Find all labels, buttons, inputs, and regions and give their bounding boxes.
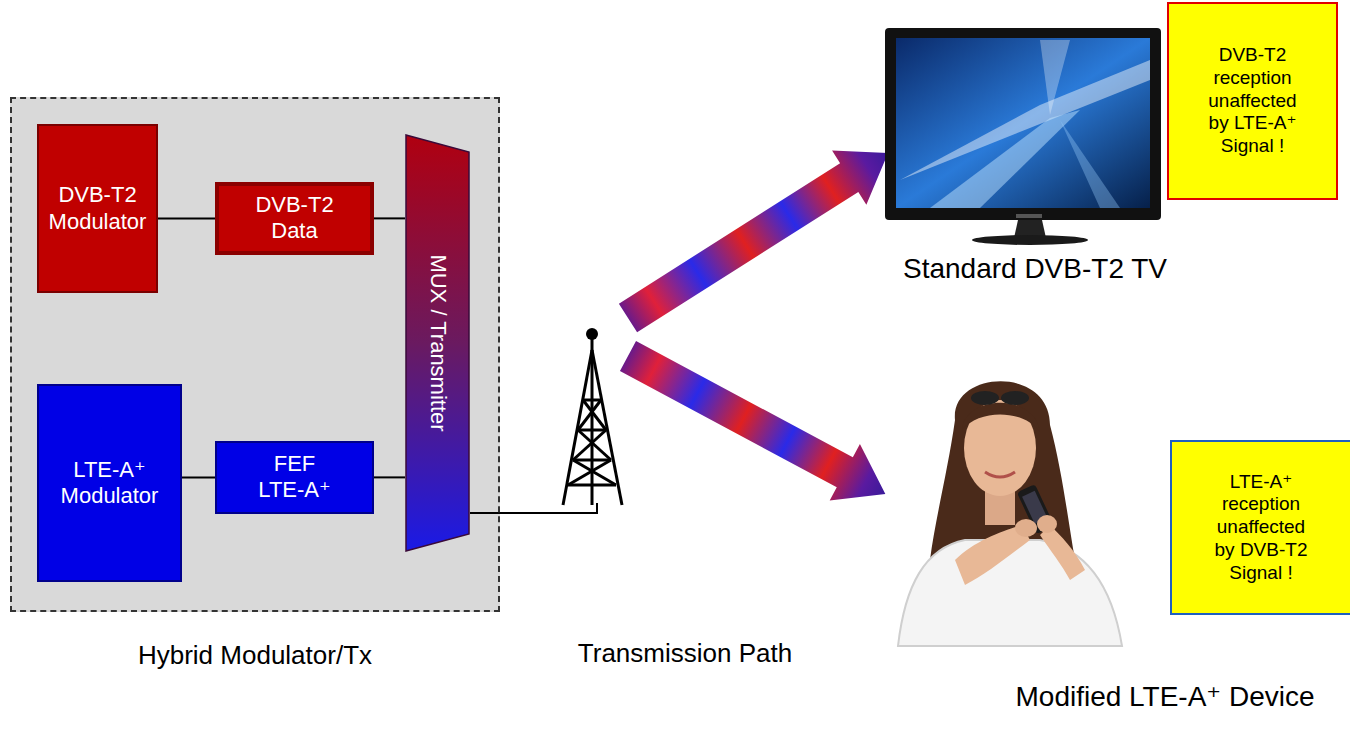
data-box: DVB-T2 Data [215,182,374,255]
path-label: Transmission Path [555,638,815,669]
antenna-tower [563,338,622,505]
modulator-box: LTE-A⁺ Modulator [37,384,182,582]
box-text: DVB-T2 reception unaffected by LTE-A⁺ Si… [1197,44,1309,158]
box-text: LTE-A⁺ reception unaffected by DVB-T2 Si… [1205,471,1317,585]
note-callout: LTE-A⁺ reception unaffected by DVB-T2 Si… [1170,440,1350,615]
box-text: DVB-T2 Modulator [45,182,150,235]
box-text: MUX / Transmitter [424,254,450,431]
feed-wire [470,503,597,513]
connector-line [374,217,405,219]
connector-line [182,476,215,478]
tv-illustration [885,28,1161,245]
housing-ground [10,97,500,612]
box-text: LTE-A⁺ Modulator [50,457,170,510]
connector-line [374,476,405,478]
device-caption: Modified LTE-A⁺ Device [985,680,1345,714]
housing-box: Hybrid Modulator/TxDVB-T2 ModulatorDVB-T… [10,97,500,612]
group-heading: Hybrid Modulator/Tx [10,640,500,671]
note-callout: DVB-T2 reception unaffected by LTE-A⁺ Si… [1167,2,1338,200]
box-text: DVB-T2 Data [250,192,340,245]
modulator-box: DVB-T2 Modulator [37,124,158,293]
box-text: FEF LTE-A⁺ [250,451,340,504]
person-illustration [898,381,1122,646]
device-caption: Standard DVB-T2 TV [875,252,1195,286]
signal-beam [611,126,905,345]
frame-box: FEF LTE-A⁺ [215,441,374,514]
mux-block: MUX / Transmitter [405,134,470,552]
antenna-tip [586,328,598,340]
connector-line [158,217,215,219]
signal-beam [613,328,901,522]
